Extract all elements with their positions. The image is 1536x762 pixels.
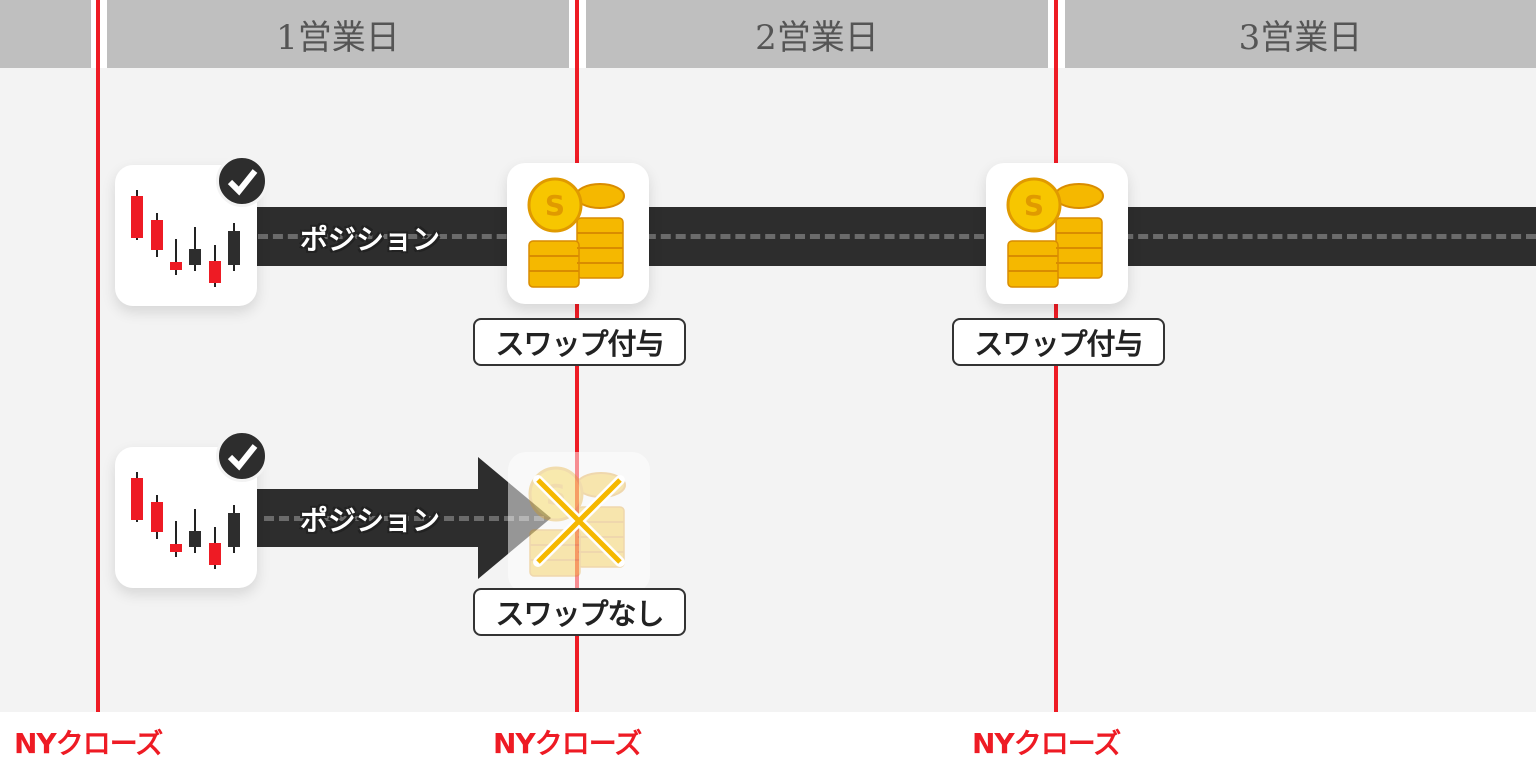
swap-coin-card-1 [507, 163, 649, 304]
header-day-1: 1営業日 [107, 0, 569, 68]
check-icon [216, 155, 268, 207]
swap-label-2: スワップ付与 [952, 318, 1165, 366]
ny-close-label-1: NYクローズ [14, 727, 163, 760]
ny-close-line-1 [96, 0, 100, 712]
position-label-2: ポジション [300, 504, 441, 537]
swap-coin-card-2 [986, 163, 1128, 304]
no-swap-card [508, 452, 650, 593]
header-day-2: 2営業日 [586, 0, 1048, 68]
check-icon [216, 430, 268, 482]
dashed-line-2 [264, 516, 544, 521]
ny-close-label-2: NYクローズ [493, 727, 642, 760]
coins-icon [1006, 177, 1105, 289]
header-cell-previous [0, 0, 91, 68]
cross-icon [533, 475, 625, 567]
ny-close-label-3: NYクローズ [972, 727, 1121, 760]
coins-icon [527, 177, 626, 289]
swap-label-1: スワップ付与 [473, 318, 686, 366]
header-day-3: 3営業日 [1065, 0, 1536, 68]
position-label-1: ポジション [300, 223, 441, 256]
no-swap-label: スワップなし [473, 588, 686, 636]
dashed-line-1 [258, 234, 1536, 239]
